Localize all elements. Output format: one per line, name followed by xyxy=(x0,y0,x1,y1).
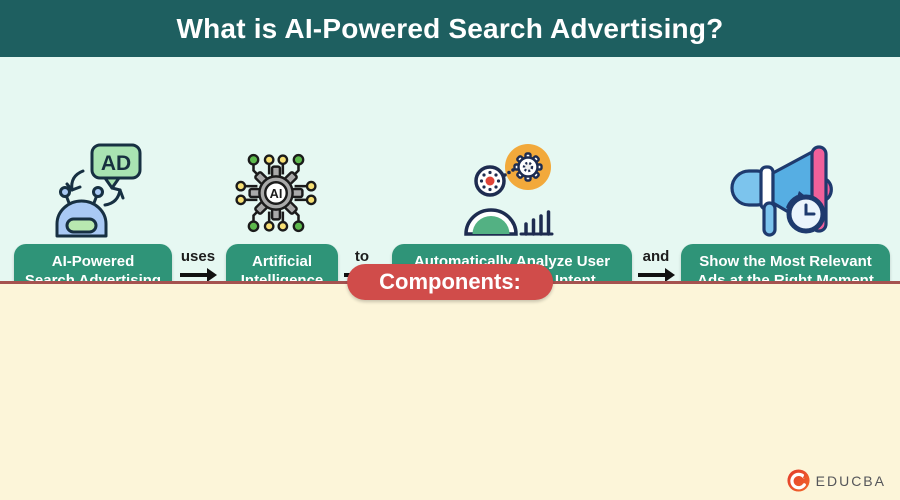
connector-label: uses xyxy=(180,248,216,265)
connector-label: to xyxy=(354,248,370,265)
page-title: What is AI-Powered Search Advertising? xyxy=(176,12,724,44)
user-behavior-analysis-icon xyxy=(460,141,560,236)
educba-logo: EDUCBA xyxy=(786,468,886,493)
flow-section: AD xyxy=(0,57,900,300)
educba-e-icon xyxy=(787,469,810,492)
connector-label: and xyxy=(642,248,670,265)
ad-bubble-text: AD xyxy=(101,152,131,175)
arrow-right-icon xyxy=(638,268,675,282)
educba-brand-text: EDUCBA xyxy=(815,472,886,489)
components-section: $ xyxy=(0,281,900,500)
megaphone-timing-icon xyxy=(728,143,840,238)
ai-chip-icon: AI xyxy=(232,149,320,237)
robot-ad-chat-icon: AD xyxy=(52,141,148,238)
components-banner: Components: xyxy=(347,264,553,300)
ai-chip-text: AI xyxy=(270,186,283,201)
arrow-right-icon xyxy=(180,268,217,282)
flow-connector-1: uses xyxy=(176,248,220,282)
header-banner: What is AI-Powered Search Advertising? xyxy=(0,0,900,57)
flow-connector-3: and xyxy=(634,248,678,282)
